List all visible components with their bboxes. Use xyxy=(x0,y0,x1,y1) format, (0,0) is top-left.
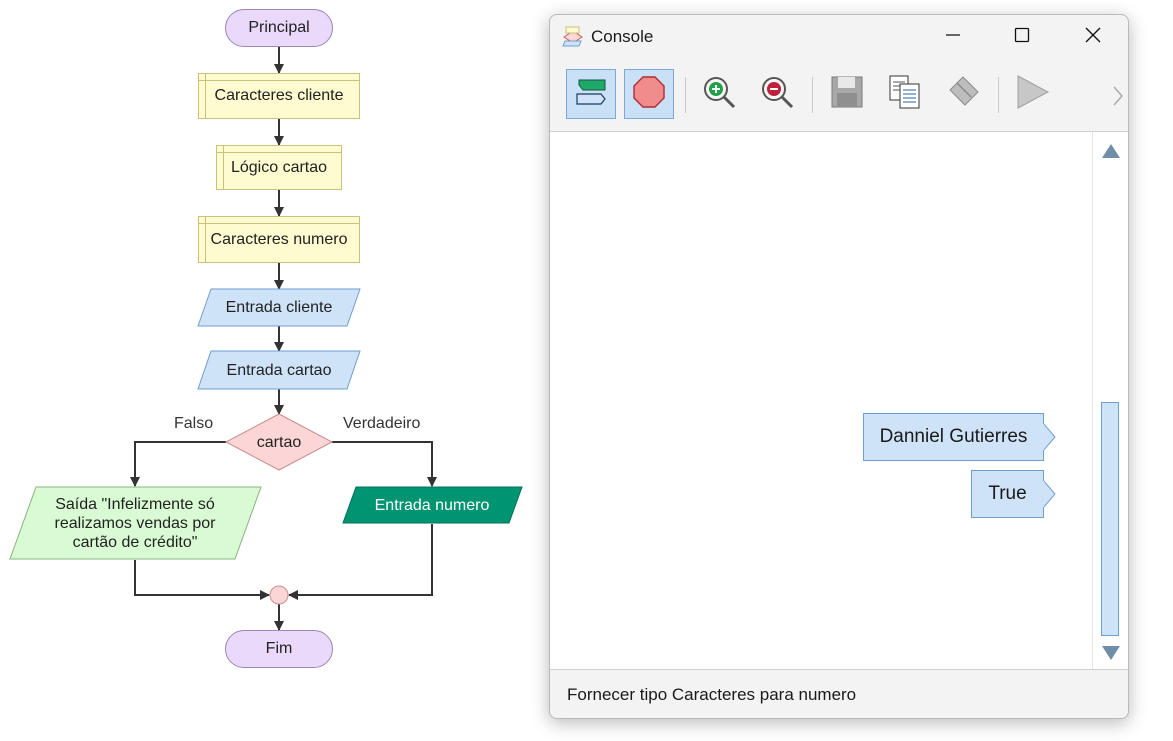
bubble-tail xyxy=(1043,480,1056,508)
input-cartao-label[interactable]: Entrada cartao xyxy=(226,361,332,379)
status-bar: Fornecer tipo Caracteres para numero xyxy=(550,669,1128,718)
maximize-button[interactable] xyxy=(999,19,1045,55)
save-button[interactable] xyxy=(822,69,872,119)
console-window: Console xyxy=(549,14,1129,719)
play-icon xyxy=(1014,74,1050,115)
declare-cliente-label: Caracteres cliente xyxy=(214,87,344,104)
close-button[interactable] xyxy=(1070,19,1116,55)
zoom-out-button[interactable] xyxy=(752,69,802,119)
zoom-in-button[interactable] xyxy=(694,69,744,119)
zoom-in-icon xyxy=(701,74,737,115)
change-mode-icon xyxy=(573,74,609,115)
decision-label[interactable]: cartao xyxy=(256,433,302,451)
toolbar-separator xyxy=(998,77,999,113)
input-numero-shape xyxy=(342,486,523,524)
output-shape xyxy=(9,486,262,560)
toolbar-separator xyxy=(685,77,686,113)
flowchart-connectors xyxy=(9,47,523,631)
minimize-icon xyxy=(945,27,961,48)
declare-cliente-block[interactable]: Caracteres cliente xyxy=(198,73,360,119)
declare-cartao-label: Lógico cartao xyxy=(230,158,328,176)
output-block[interactable]: Saída "Infelizmente só realizamos vendas… xyxy=(30,487,240,559)
message-bubble: Danniel Gutierres xyxy=(863,413,1044,461)
toolbar-separator xyxy=(812,77,813,113)
stop-button[interactable] xyxy=(624,69,674,119)
copy-icon xyxy=(887,74,923,115)
end-label: Fim xyxy=(265,640,293,657)
window-title: Console xyxy=(591,27,654,46)
start-label: Principal xyxy=(248,19,310,36)
status-text: Fornecer tipo Caracteres para numero xyxy=(567,685,857,704)
eraser-button[interactable] xyxy=(938,69,988,119)
zoom-out-icon xyxy=(759,74,795,115)
eraser-icon xyxy=(945,74,981,115)
scroll-down-arrow-icon[interactable] xyxy=(1102,646,1120,665)
toolbar xyxy=(550,65,1128,129)
end-terminal[interactable]: Fim xyxy=(225,630,333,668)
start-terminal[interactable]: Principal xyxy=(225,9,333,47)
minimize-button[interactable] xyxy=(930,19,976,55)
scrollbar-thumb[interactable] xyxy=(1101,402,1119,636)
output-line-1: Saída "Infelizmente só xyxy=(55,495,215,513)
input-numero-label[interactable]: Entrada numero xyxy=(374,496,490,514)
declare-numero-block[interactable]: Caracteres numero xyxy=(198,216,360,263)
scroll-up-arrow-icon[interactable] xyxy=(1102,144,1120,163)
stop-icon xyxy=(631,74,667,115)
close-icon xyxy=(1085,27,1101,48)
toolbar-overflow-chevron-icon[interactable] xyxy=(1112,85,1124,112)
merge-point xyxy=(269,585,289,605)
input-cartao-shape xyxy=(197,350,361,390)
maximize-icon xyxy=(1014,27,1030,48)
message-text: Danniel Gutierres xyxy=(879,426,1028,447)
play-button[interactable] xyxy=(1007,69,1057,119)
decision-shape xyxy=(224,413,334,471)
vertical-scrollbar[interactable] xyxy=(1092,131,1128,669)
message-bubble: True xyxy=(971,470,1044,518)
console-app-icon xyxy=(562,25,584,47)
declare-numero-label: Caracteres numero xyxy=(210,230,348,248)
title-bar[interactable]: Console xyxy=(550,15,1128,59)
input-cliente-shape xyxy=(197,288,361,327)
input-cliente-label[interactable]: Entrada cliente xyxy=(225,299,333,316)
change-mode-button[interactable] xyxy=(566,69,616,119)
console-output-area: Danniel Gutierres True xyxy=(550,131,1092,718)
message-text: True xyxy=(988,483,1027,504)
bubble-tail xyxy=(1043,423,1056,451)
false-branch-label: Falso xyxy=(174,415,214,432)
true-branch-label: Verdadeiro xyxy=(343,415,421,432)
output-line-3: cartão de crédito" xyxy=(72,533,198,551)
declare-cartao-block[interactable]: Lógico cartao xyxy=(216,145,342,190)
save-icon xyxy=(829,74,865,115)
copy-button[interactable] xyxy=(880,69,930,119)
output-line-2: realizamos vendas por xyxy=(54,514,216,532)
flowchart: Principal Caracteres cliente Lógico cart… xyxy=(0,0,540,741)
